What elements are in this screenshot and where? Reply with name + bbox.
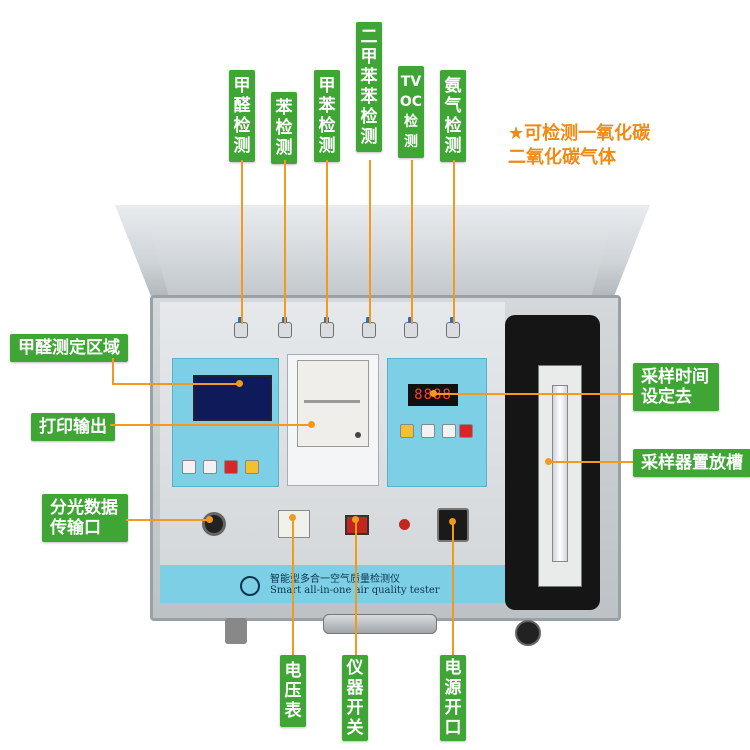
leader-area-dot: [236, 380, 243, 387]
label-xylene: 二甲苯苯检测: [356, 22, 382, 152]
leader-sampler-slot: [548, 461, 633, 463]
leader-benzene: [284, 160, 286, 324]
leader-sampler-slot-dot: [545, 458, 552, 465]
timer-button-2[interactable]: [421, 424, 435, 438]
timer-button-1[interactable]: [400, 424, 414, 438]
leader-area-v: [112, 358, 114, 385]
leader-data-port: [126, 519, 210, 521]
printer-feed-button[interactable]: [355, 432, 361, 438]
leader-power-switch: [355, 520, 357, 656]
formaldehyde-sensor-port[interactable]: [234, 317, 248, 338]
case-wheel: [515, 620, 541, 646]
case-lid-inner: [150, 230, 610, 295]
note-co2: 二氧化碳气体: [508, 147, 616, 168]
ammonia-sensor-port[interactable]: [446, 317, 460, 338]
brand-name-en: Smart all-in-one air quality tester: [270, 585, 440, 596]
label-voltmeter: 电压表: [280, 655, 306, 727]
benzene-sensor-port[interactable]: [278, 317, 292, 338]
leader-toluene: [326, 160, 328, 324]
label-formaldehyde: 甲醛检测: [229, 70, 255, 162]
cmc-logo: [240, 576, 260, 596]
tvoc-sensor-port[interactable]: [404, 317, 418, 338]
label-power-switch: 仪器开关: [342, 655, 368, 741]
module-button-2[interactable]: [203, 460, 217, 474]
leader-formaldehyde: [241, 160, 243, 324]
formaldehyde-screen: [193, 375, 272, 421]
timer-button-4[interactable]: [459, 424, 473, 438]
leader-print: [110, 424, 312, 426]
label-toluene: 甲苯检测: [314, 70, 340, 162]
leader-voltmeter-dot: [289, 514, 296, 521]
leader-xylene: [369, 160, 371, 324]
case-latch-left[interactable]: [225, 618, 247, 644]
brand-name-cn: 智能型多合一空气质量检测仪: [270, 574, 400, 585]
label-print-output: 打印输出: [31, 413, 115, 441]
leader-tvoc: [411, 160, 413, 324]
label-benzene: 苯检测: [271, 92, 297, 164]
label-formaldehyde-area: 甲醛测定区域: [10, 334, 128, 362]
printer-paper-slot: [304, 400, 360, 403]
leader-sampling-time: [433, 393, 633, 395]
toluene-sensor-port[interactable]: [320, 317, 334, 338]
power-indicator: [399, 519, 410, 530]
module-button-1[interactable]: [182, 460, 196, 474]
leader-sampling-time-dot: [430, 390, 437, 397]
label-sampling-time: 采样时间设定去: [633, 363, 719, 411]
label-tvoc: TVOC检测: [398, 66, 424, 158]
timer-button-3[interactable]: [442, 424, 456, 438]
data-port[interactable]: [202, 512, 226, 536]
flow-tube: [552, 385, 568, 562]
note-co: ★可检测一氧化碳: [508, 123, 651, 144]
leader-voltmeter: [292, 518, 294, 656]
voltmeter: [278, 510, 310, 538]
leader-data-port-dot: [206, 516, 213, 523]
leader-power-switch-dot: [352, 516, 359, 523]
leader-power-port-dot: [449, 518, 456, 525]
label-ammonia: 氨气检测: [440, 70, 466, 162]
brand-strip: [160, 565, 505, 603]
leader-print-dot: [308, 421, 315, 428]
module-button-4[interactable]: [245, 460, 259, 474]
case-handle[interactable]: [323, 614, 437, 634]
module-button-3[interactable]: [224, 460, 238, 474]
label-sampler-slot: 采样器置放槽: [633, 449, 750, 477]
leader-area-h: [112, 383, 240, 385]
label-power-port: 电源开口: [440, 655, 466, 741]
leader-ammonia: [453, 160, 455, 324]
leader-power-port: [452, 522, 454, 656]
label-data-port: 分光数据传输口: [42, 494, 128, 542]
xylene-sensor-port[interactable]: [362, 317, 376, 338]
brand-text: 智能型多合一空气质量检测仪 Smart all-in-one air quali…: [270, 570, 440, 596]
timer-module: [387, 358, 487, 487]
